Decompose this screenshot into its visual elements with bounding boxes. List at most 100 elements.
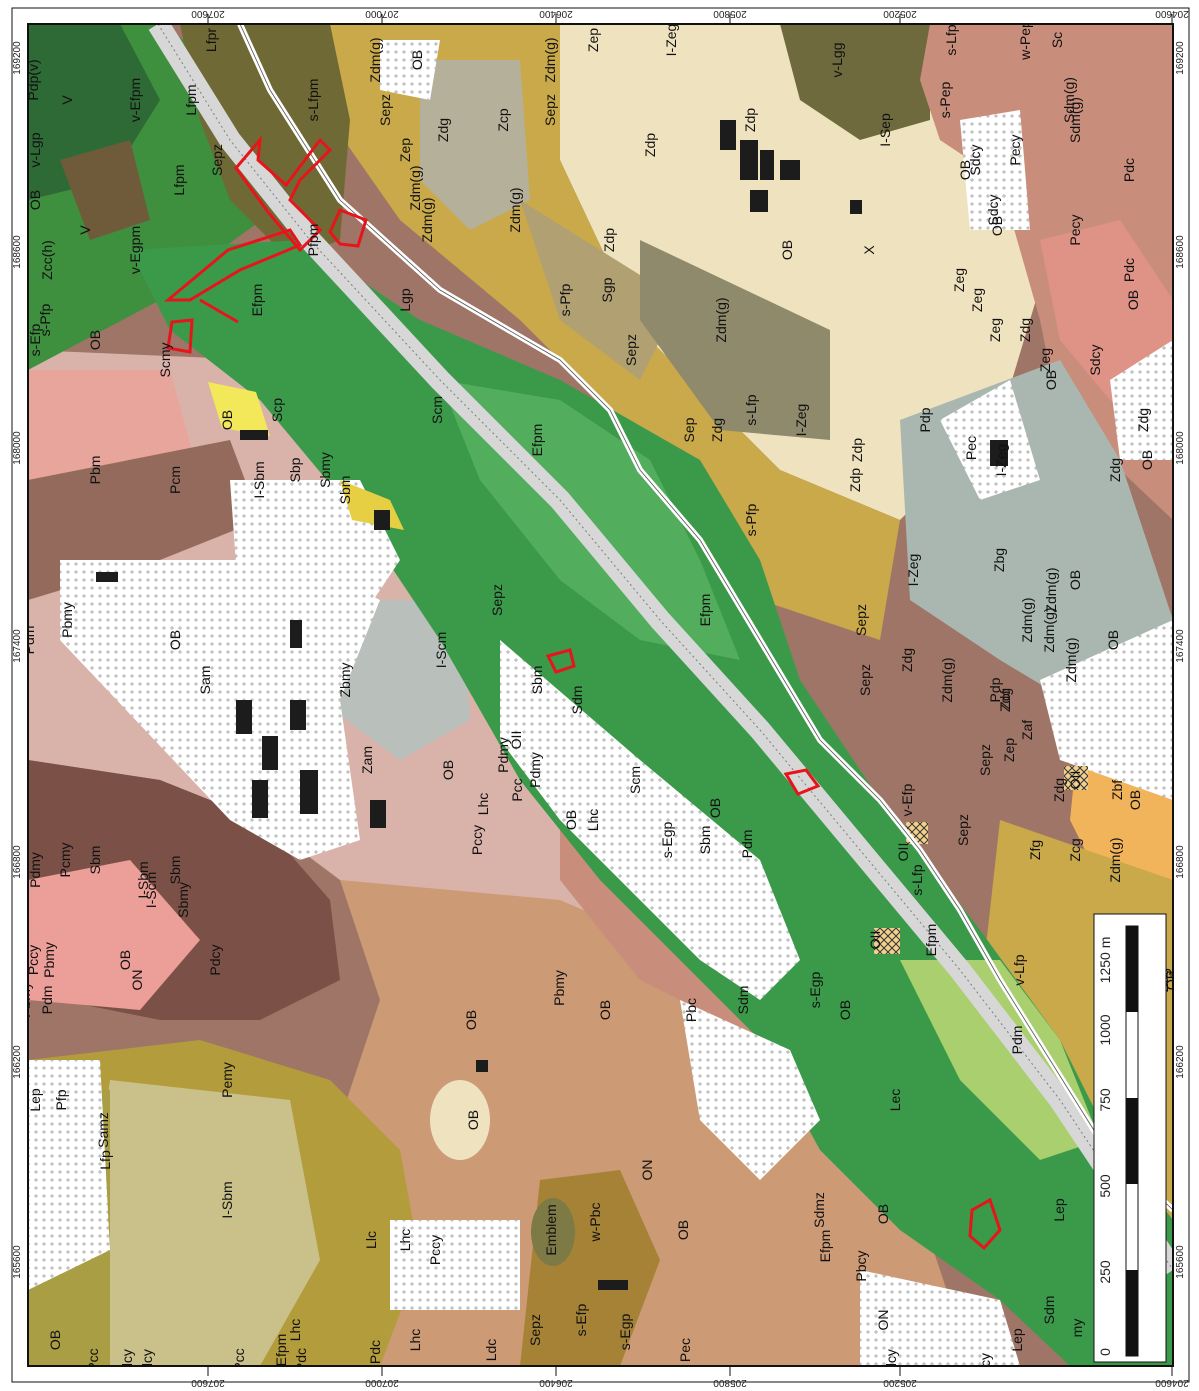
coord-label: 169200 <box>12 41 23 75</box>
unit-label: Sbmy <box>175 882 191 918</box>
unit-label: Pdp(v) <box>25 59 41 100</box>
road-centerline <box>157 24 1173 1271</box>
unit-label: Lhc <box>397 1229 413 1252</box>
unit-label: Sdmz <box>811 1192 827 1228</box>
unit-label: OB <box>27 190 43 210</box>
unit-label: OII <box>1067 771 1083 790</box>
unit-label: Pbmy <box>59 602 75 638</box>
unit-label: Lep <box>1051 1198 1067 1222</box>
built-up-area <box>390 1220 520 1310</box>
unit-label: OB <box>875 1204 891 1224</box>
unit-label: Scp <box>269 398 285 422</box>
unit-label: Sdcy <box>1087 344 1103 375</box>
unit-label: Pemy <box>219 1062 235 1098</box>
crosshatch-zone <box>874 928 900 954</box>
unit-label: Efpm <box>817 1230 833 1263</box>
unit-label: Zdm(g) <box>1043 567 1059 612</box>
unit-label: s-Lfpm <box>305 79 321 122</box>
unit-label: Lhc <box>287 1319 303 1342</box>
study-area <box>545 648 576 674</box>
unit-label: ON <box>129 970 145 991</box>
unit-label: s-Pfp <box>743 503 759 536</box>
unit-label: Sepz <box>977 744 993 776</box>
unit-label: Efpm <box>249 284 265 317</box>
unit-label: OB <box>1105 630 1121 650</box>
unit-label: Sbm <box>697 826 713 855</box>
coord-label: 168000 <box>12 431 23 465</box>
frame-ticks <box>207 14 1173 1376</box>
unit-label: Zaf <box>1019 720 1035 740</box>
unit-label: w-Pep <box>1017 20 1033 61</box>
unit-label: ON <box>639 1160 655 1181</box>
unit-label: Pbmy <box>17 982 33 1018</box>
unit-label: Pdc <box>1121 158 1137 182</box>
unit-label: Pcmy <box>57 843 73 878</box>
unit-label: X <box>861 245 877 255</box>
study-area <box>163 228 303 302</box>
unit-label: s-Pfp <box>557 283 573 316</box>
unit-label: OII <box>867 931 883 950</box>
unit-label: Efpm <box>529 424 545 457</box>
unit-label: Lfpm <box>183 84 199 115</box>
unit-label: Zbf <box>1109 780 1125 800</box>
coord-label: 165600 <box>1175 1245 1186 1279</box>
built-up-area <box>1110 340 1173 460</box>
unit-label: Ldc <box>483 1339 499 1362</box>
unit-label: Pdm <box>15 436 31 465</box>
unit-label: Zbmy <box>337 663 353 698</box>
unit-label: V <box>77 225 93 235</box>
unit-label: Pdcy <box>207 944 223 975</box>
unit-label: Zep <box>585 28 601 52</box>
unit-label: Pcc <box>85 1348 101 1371</box>
unit-label: I-Zeg <box>793 404 809 437</box>
unit-zone <box>90 1080 320 1366</box>
unit-label: Sepz <box>527 1314 543 1346</box>
scale-segment <box>1126 1098 1138 1184</box>
right-coordinates: 169200 168600 168000 167400 166800 16620… <box>1175 41 1186 1279</box>
unit-label: OB <box>1125 290 1141 310</box>
coord-label: 204600 <box>1155 8 1189 19</box>
unit-label: Pccy <box>469 825 485 855</box>
unit-label: OB <box>597 1000 613 1020</box>
unit-zone <box>560 24 1060 520</box>
coord-label: 205800 <box>713 1377 747 1388</box>
unit-label: Sepz <box>853 604 869 636</box>
unit-label: Zdg <box>1051 778 1067 802</box>
unit-label: OII <box>895 843 911 862</box>
unit-label: ON <box>875 1310 891 1331</box>
unit-label: v-Egpm <box>127 226 143 274</box>
coord-label: 207600 <box>191 8 225 19</box>
unit-label: I-Sep <box>877 113 893 147</box>
coord-label: 167400 <box>1175 629 1186 663</box>
unit-label: OB <box>1067 570 1083 590</box>
unit-label: Efpm <box>923 924 939 957</box>
coord-label: 207000 <box>365 1377 399 1388</box>
unit-label: s-Efp <box>27 323 43 356</box>
unit-label: Lep <box>1009 1328 1025 1352</box>
unit-label: Zeg <box>1037 348 1053 372</box>
study-area <box>783 768 821 796</box>
unit-label: Zdp <box>642 133 658 157</box>
unit-label: Sbm <box>167 856 183 885</box>
unit-label: Sdm <box>735 986 751 1015</box>
unit-label: Pfp <box>53 1089 69 1110</box>
unit-label: Lhc <box>585 809 601 832</box>
river-bank <box>239 24 1173 1211</box>
unit-label: Zep <box>397 138 413 162</box>
unit-label: Zdg <box>435 118 451 142</box>
unit-label: Zdm(g) <box>939 657 955 702</box>
unit-label: Lfp <box>97 1150 113 1170</box>
unit-label: Zdg <box>1017 318 1033 342</box>
unit-label: OB <box>1163 970 1179 990</box>
unit-label: Zdm(g) <box>419 197 435 242</box>
unit-label: Pdp <box>987 677 1003 702</box>
unit-zone <box>180 24 350 260</box>
unit-label: Pdmy <box>495 737 511 773</box>
study-area <box>199 298 239 324</box>
bottom-coordinates: 207600 207000 206400 205800 205200 20460… <box>191 1377 1189 1388</box>
unit-label: Pdc <box>1121 258 1137 282</box>
unit-label: Zdm(g) <box>713 297 729 342</box>
coord-label: 206400 <box>539 8 573 19</box>
built-up-area <box>860 1270 1020 1366</box>
